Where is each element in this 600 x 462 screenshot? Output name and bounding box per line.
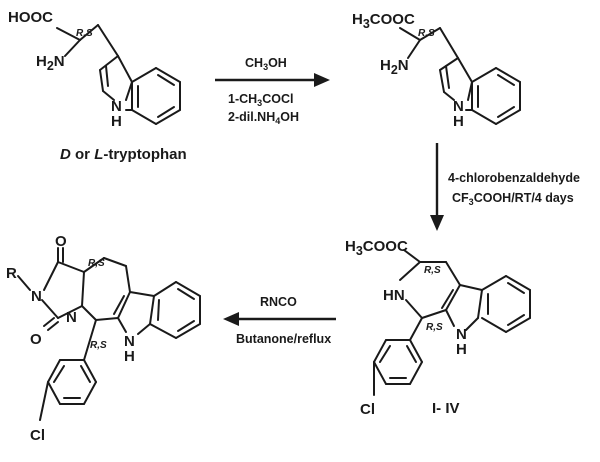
step1-reagent-acetyl-chloride: 1-CH3COCl [228, 92, 293, 108]
hydantoin-structure: R O N R,S N O R,S N H Cl [6, 233, 201, 444]
hydantoin-oxygen-top: O [55, 233, 67, 250]
tryptophan-stereo-label: R,S [76, 28, 93, 39]
reaction-arrow-1 [215, 73, 330, 87]
hydantoin-r-group: R [6, 265, 17, 282]
step1-reagent-ammonia: 2-dil.NH4OH [228, 110, 299, 126]
hydantoin-n1: N [31, 288, 42, 305]
hydantoin-oxygen-bottom: O [30, 331, 42, 348]
hydantoin-indole-n: N [124, 333, 135, 350]
tryptophan-cooh: HOOC [8, 9, 53, 26]
hydantoin-bonds [17, 247, 201, 421]
hydantoin-chloro: Cl [30, 427, 45, 444]
reaction-arrow-2 [430, 143, 444, 231]
tryptophan-structure: HOOC R,S H2N N H D or L-tryptophan [8, 9, 187, 163]
tryptophan-indole-n: N [111, 98, 122, 115]
carboline-stereo-bottom: R,S [426, 322, 443, 333]
step3-reagent-isocyanate: RNCO [260, 295, 297, 309]
compound-label-i-iv: I- IV [432, 400, 460, 417]
methyl-ester-structure: H3COOC R,S H2N N H [352, 11, 521, 130]
carboline-chloro: Cl [360, 401, 375, 418]
carboline-bonds [373, 249, 531, 396]
methyl-ester-indole-n: N [453, 98, 464, 115]
tryptophan-name: D or L-tryptophan [60, 146, 187, 163]
carboline-hn: HN [383, 287, 405, 304]
tryptophan-indole-h: H [111, 113, 122, 130]
tryptophan-bonds [56, 24, 181, 125]
methyl-ester-bonds [399, 27, 521, 125]
hydantoin-n2: N [66, 309, 77, 326]
carboline-ester-group: H3COOC [345, 238, 408, 258]
carboline-stereo-top: R,S [424, 265, 441, 276]
methyl-ester-stereo-label: R,S [418, 28, 435, 39]
methyl-ester-group: H3COOC [352, 11, 415, 31]
hydantoin-indole-h: H [124, 348, 135, 365]
reaction-arrow-3 [223, 312, 336, 326]
step2-reagent-aldehyde: 4-chlorobenzaldehyde [448, 171, 580, 185]
step2-reagent-conditions: CF3COOH/RT/4 days [452, 191, 574, 207]
carboline-indole-n: N [456, 326, 467, 343]
carboline-indole-h: H [456, 341, 467, 358]
tryptophan-nh2: H2N [36, 53, 65, 73]
hydantoin-stereo-top: R,S [88, 258, 105, 269]
step1-reagent-methanol: CH3OH [245, 56, 287, 72]
methyl-ester-indole-h: H [453, 113, 464, 130]
hydantoin-stereo-bottom: R,S [90, 340, 107, 351]
step3-reagent-solvent: Butanone/reflux [236, 332, 331, 346]
carboline-structure: H3COOC R,S HN R,S N H Cl I- IV [345, 238, 531, 418]
methyl-ester-nh2: H2N [380, 57, 409, 77]
